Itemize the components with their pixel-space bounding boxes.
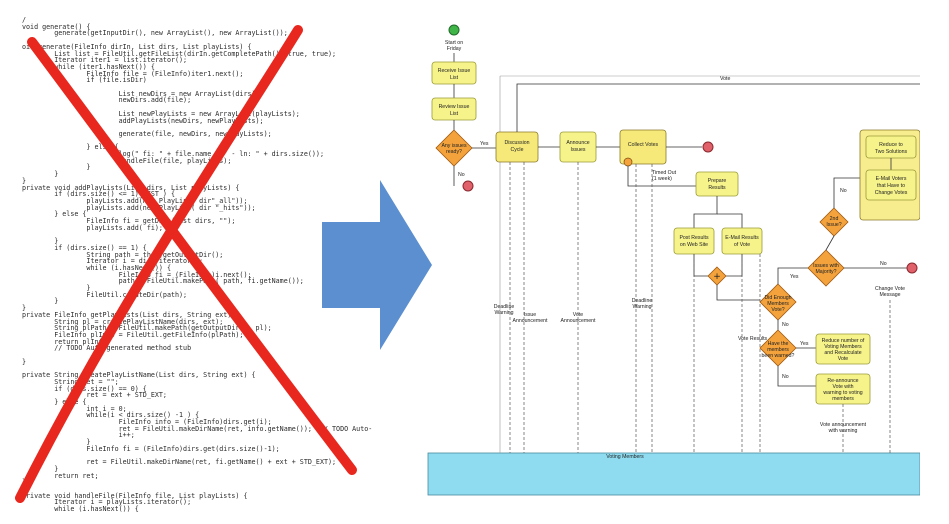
svg-text:Change Votes: Change Votes bbox=[875, 190, 908, 196]
svg-text:Timed Out: Timed Out bbox=[652, 170, 677, 176]
task-reduce-voting-members bbox=[815, 333, 871, 365]
task-prepare-results bbox=[695, 171, 739, 197]
svg-text:Discussion: Discussion bbox=[504, 140, 529, 146]
svg-text:Warning: Warning bbox=[494, 310, 513, 316]
svg-text:Deadline: Deadline bbox=[632, 298, 653, 304]
svg-text:Prepare: Prepare bbox=[708, 178, 727, 184]
svg-text:Friday: Friday bbox=[447, 46, 462, 52]
svg-text:Vote: Vote bbox=[838, 356, 848, 362]
code-line: // TODO Auto-generated method stub bbox=[22, 344, 192, 353]
svg-text:Majority?: Majority? bbox=[815, 269, 836, 275]
svg-text:Issue?: Issue? bbox=[826, 222, 841, 228]
svg-text:Message: Message bbox=[879, 292, 900, 298]
svg-text:Any issues: Any issues bbox=[441, 143, 466, 149]
code-line: } bbox=[22, 297, 59, 306]
code-line: generate(file, newDirs, newPlayLists); bbox=[22, 129, 272, 138]
code-line: } bbox=[22, 478, 27, 487]
task-post-results bbox=[673, 227, 715, 255]
right-arrow-icon bbox=[322, 180, 432, 350]
code-line: playLists.add( fi); bbox=[22, 223, 163, 232]
svg-text:Deadline: Deadline bbox=[494, 304, 515, 310]
svg-text:E-Mail Results: E-Mail Results bbox=[725, 235, 759, 241]
svg-text:List: List bbox=[450, 111, 459, 117]
svg-text:and Recalculate: and Recalculate bbox=[824, 350, 861, 356]
svg-text:Vote Results: Vote Results bbox=[738, 336, 768, 342]
svg-text:Issues: Issues bbox=[571, 147, 586, 153]
svg-text:Collect Votes: Collect Votes bbox=[628, 142, 659, 148]
svg-text:members: members bbox=[767, 347, 789, 353]
task-email-voters bbox=[865, 169, 917, 201]
svg-text:Results: Results bbox=[708, 185, 726, 191]
svg-text:Change Vote: Change Vote bbox=[875, 286, 905, 292]
bpmn-diagram: Voting Members Start on Friday Receive I… bbox=[427, 24, 920, 496]
svg-text:Voting Members: Voting Members bbox=[824, 344, 862, 350]
svg-text:Reduce to: Reduce to bbox=[879, 142, 903, 148]
svg-text:Issues with: Issues with bbox=[813, 263, 839, 269]
svg-text:ready?: ready? bbox=[446, 149, 462, 155]
gateway-issues-majority bbox=[807, 249, 845, 287]
svg-text:No: No bbox=[880, 261, 887, 267]
svg-text:Vote: Vote bbox=[720, 76, 730, 82]
svg-text:E-Mail Voters: E-Mail Voters bbox=[876, 176, 907, 182]
svg-text:that Have to: that Have to bbox=[877, 183, 905, 189]
svg-text:No: No bbox=[782, 374, 789, 380]
svg-text:Announce: Announce bbox=[566, 140, 589, 146]
svg-text:warning to voting: warning to voting bbox=[823, 390, 862, 396]
code-line: FileInfo fi = (FileInfo)dirs.get(dirs.si… bbox=[22, 444, 280, 453]
svg-text:on Web Site: on Web Site bbox=[680, 242, 708, 248]
svg-text:Did Enough: Did Enough bbox=[764, 295, 791, 301]
svg-text:of Vote: of Vote bbox=[734, 242, 750, 248]
svg-text:Yes: Yes bbox=[790, 274, 799, 280]
svg-text:Vote: Vote bbox=[573, 312, 583, 318]
svg-text:Announcement: Announcement bbox=[513, 318, 548, 324]
svg-text:Yes: Yes bbox=[480, 141, 489, 147]
svg-text:Warning: Warning bbox=[632, 304, 651, 310]
svg-text:(1 week): (1 week) bbox=[652, 176, 672, 182]
code-line: generate(getInputDir(), new ArrayList(),… bbox=[22, 29, 288, 38]
svg-text:+: + bbox=[713, 272, 721, 282]
end-event-3 bbox=[906, 262, 918, 274]
code-line: newDirs.add(file); bbox=[22, 96, 192, 105]
code-line: / bbox=[22, 16, 27, 24]
svg-text:Review Issue: Review Issue bbox=[439, 104, 470, 110]
code-line: addPlayLists(newDirs, newPlayLists); bbox=[22, 116, 264, 125]
svg-text:Cycle: Cycle bbox=[511, 147, 524, 153]
svg-text:No: No bbox=[840, 188, 847, 194]
voting-members-pool bbox=[427, 452, 920, 496]
code-line: } bbox=[22, 357, 27, 366]
svg-text:Two Solutions: Two Solutions bbox=[875, 149, 908, 155]
code-line: ret = FileUtil.makeDirName(ret, fi.getNa… bbox=[22, 458, 337, 467]
svg-text:Start on: Start on bbox=[445, 40, 463, 46]
svg-text:Post Results: Post Results bbox=[679, 235, 709, 241]
svg-text:No: No bbox=[782, 322, 789, 328]
svg-text:Announcement: Announcement bbox=[561, 318, 596, 324]
svg-text:Issue: Issue bbox=[524, 312, 537, 318]
code-line: while (i.hasNext()) { bbox=[22, 505, 139, 514]
svg-text:Have the: Have the bbox=[768, 341, 789, 347]
task-email-results bbox=[721, 227, 763, 255]
svg-text:Vote?: Vote? bbox=[771, 307, 784, 313]
svg-text:been warned?: been warned? bbox=[762, 353, 795, 359]
svg-text:members: members bbox=[832, 396, 854, 402]
end-event-2 bbox=[702, 141, 714, 153]
svg-text:Reduce number of: Reduce number of bbox=[822, 338, 865, 344]
code-line: if (file.isDir) bbox=[22, 76, 147, 85]
code-line: } bbox=[22, 170, 59, 179]
svg-text:List: List bbox=[450, 75, 459, 81]
start-event bbox=[448, 24, 460, 36]
code-line: return ret; bbox=[22, 471, 99, 480]
svg-text:No: No bbox=[458, 172, 465, 178]
end-event-1 bbox=[462, 180, 474, 192]
svg-text:Vote with: Vote with bbox=[832, 384, 853, 390]
svg-text:Receive Issue: Receive Issue bbox=[438, 68, 471, 74]
svg-text:2nd: 2nd bbox=[830, 216, 839, 222]
svg-text:Re-announce: Re-announce bbox=[827, 378, 858, 384]
svg-text:Yes: Yes bbox=[800, 341, 809, 347]
svg-text:Members: Members bbox=[767, 301, 789, 307]
voting-members-label: Voting Members bbox=[606, 454, 644, 460]
